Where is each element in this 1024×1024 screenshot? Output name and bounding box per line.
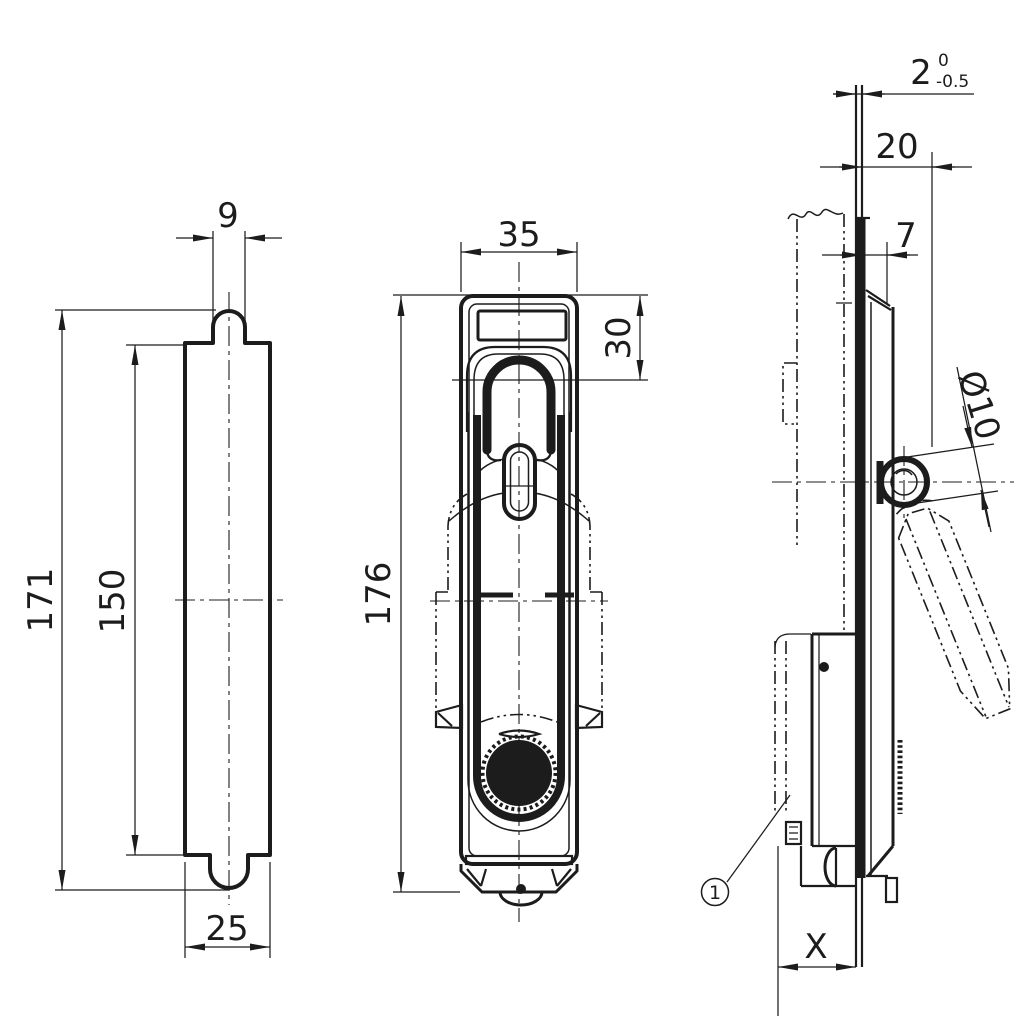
dim-width: 35 [460, 215, 578, 292]
dim-label-7: 7 [895, 216, 917, 256]
cup-outer-line [467, 412, 571, 832]
dim-face-offset: 7 [822, 216, 918, 303]
cutout-phantom-left [447, 493, 468, 592]
dim-protrusion: 20 [820, 127, 972, 447]
tolerance-upper: 0 [938, 51, 949, 71]
balloon-callout-1: 1 [700, 794, 791, 907]
escutcheon-bottom-slant [866, 845, 895, 877]
handle-inner-line [905, 511, 1010, 717]
arrow-line [962, 405, 973, 448]
escutcheon-foot [884, 876, 899, 904]
balloon-circle [700, 877, 730, 907]
dim-pivot-diameter: Ø10 [893, 366, 1008, 533]
wing-left [434, 703, 464, 730]
frame-phantom-tab [782, 362, 797, 425]
cap-screw-dot [516, 884, 526, 894]
escutcheon-backplate [855, 218, 866, 878]
clamp-tab [784, 820, 803, 846]
dim-body-height: 150 [93, 344, 186, 856]
side-view: 1 2 0 -0.5 20 7 [700, 51, 1014, 1016]
cam-dome [823, 846, 837, 888]
side-profile-view: 9 171 150 25 [21, 196, 283, 958]
dim-label-30: 30 [599, 316, 639, 359]
clamp-tab-ticks [789, 826, 798, 840]
dim-label-diameter-10: Ø10 [949, 366, 1008, 445]
handle-base-arc [895, 499, 933, 515]
dim-body-width: 25 [184, 862, 271, 958]
cutout-phantom-right [570, 493, 591, 592]
clamp-range-top-curve [774, 633, 811, 648]
front-view: 35 30 176 [359, 215, 648, 922]
dim-label-9: 9 [217, 196, 239, 236]
dim-label-35: 35 [497, 215, 540, 255]
dim-top-width: 9 [176, 196, 282, 322]
leader-line [726, 794, 791, 883]
dim-label-171: 171 [21, 568, 61, 633]
plate-outline [183, 309, 272, 890]
clamp-range-phantom [774, 641, 787, 812]
escutcheon-flare-slant [865, 289, 892, 311]
balloon-number: 1 [709, 882, 721, 904]
cap-chamfer-right [550, 868, 572, 887]
label-window [476, 309, 568, 342]
dim-hasp-offset: 30 [452, 296, 648, 381]
dim-door-thickness: 2 0 -0.5 [833, 51, 974, 98]
knob-lens-slot [498, 729, 543, 739]
dim-label-2: 2 [910, 53, 932, 93]
padlock-hasp [482, 355, 556, 455]
cap-dome [498, 891, 544, 907]
extension-line [893, 443, 995, 460]
cap-chamfer-left [466, 868, 488, 887]
tolerance-lower: -0.5 [936, 72, 969, 92]
case-bolt [819, 662, 829, 672]
dim-label-176: 176 [359, 562, 399, 627]
dim-label-20: 20 [875, 127, 918, 167]
pivot-bore-arc [895, 469, 913, 476]
dim-clamping-range: X [777, 846, 856, 1016]
dim-label-x: X [804, 927, 827, 967]
handle-open-phantom [895, 499, 1011, 720]
wing-right [574, 703, 604, 730]
dim-label-150: 150 [93, 569, 133, 634]
dim-overall-height-front: 176 [359, 296, 460, 893]
dim-label-25: 25 [205, 909, 248, 949]
frame-break-squiggle [787, 208, 844, 220]
hasp-collar-inner [473, 353, 565, 434]
dim-overall-height: 171 [21, 309, 230, 891]
arrow-line [980, 489, 990, 528]
handle-outline [897, 507, 1011, 720]
